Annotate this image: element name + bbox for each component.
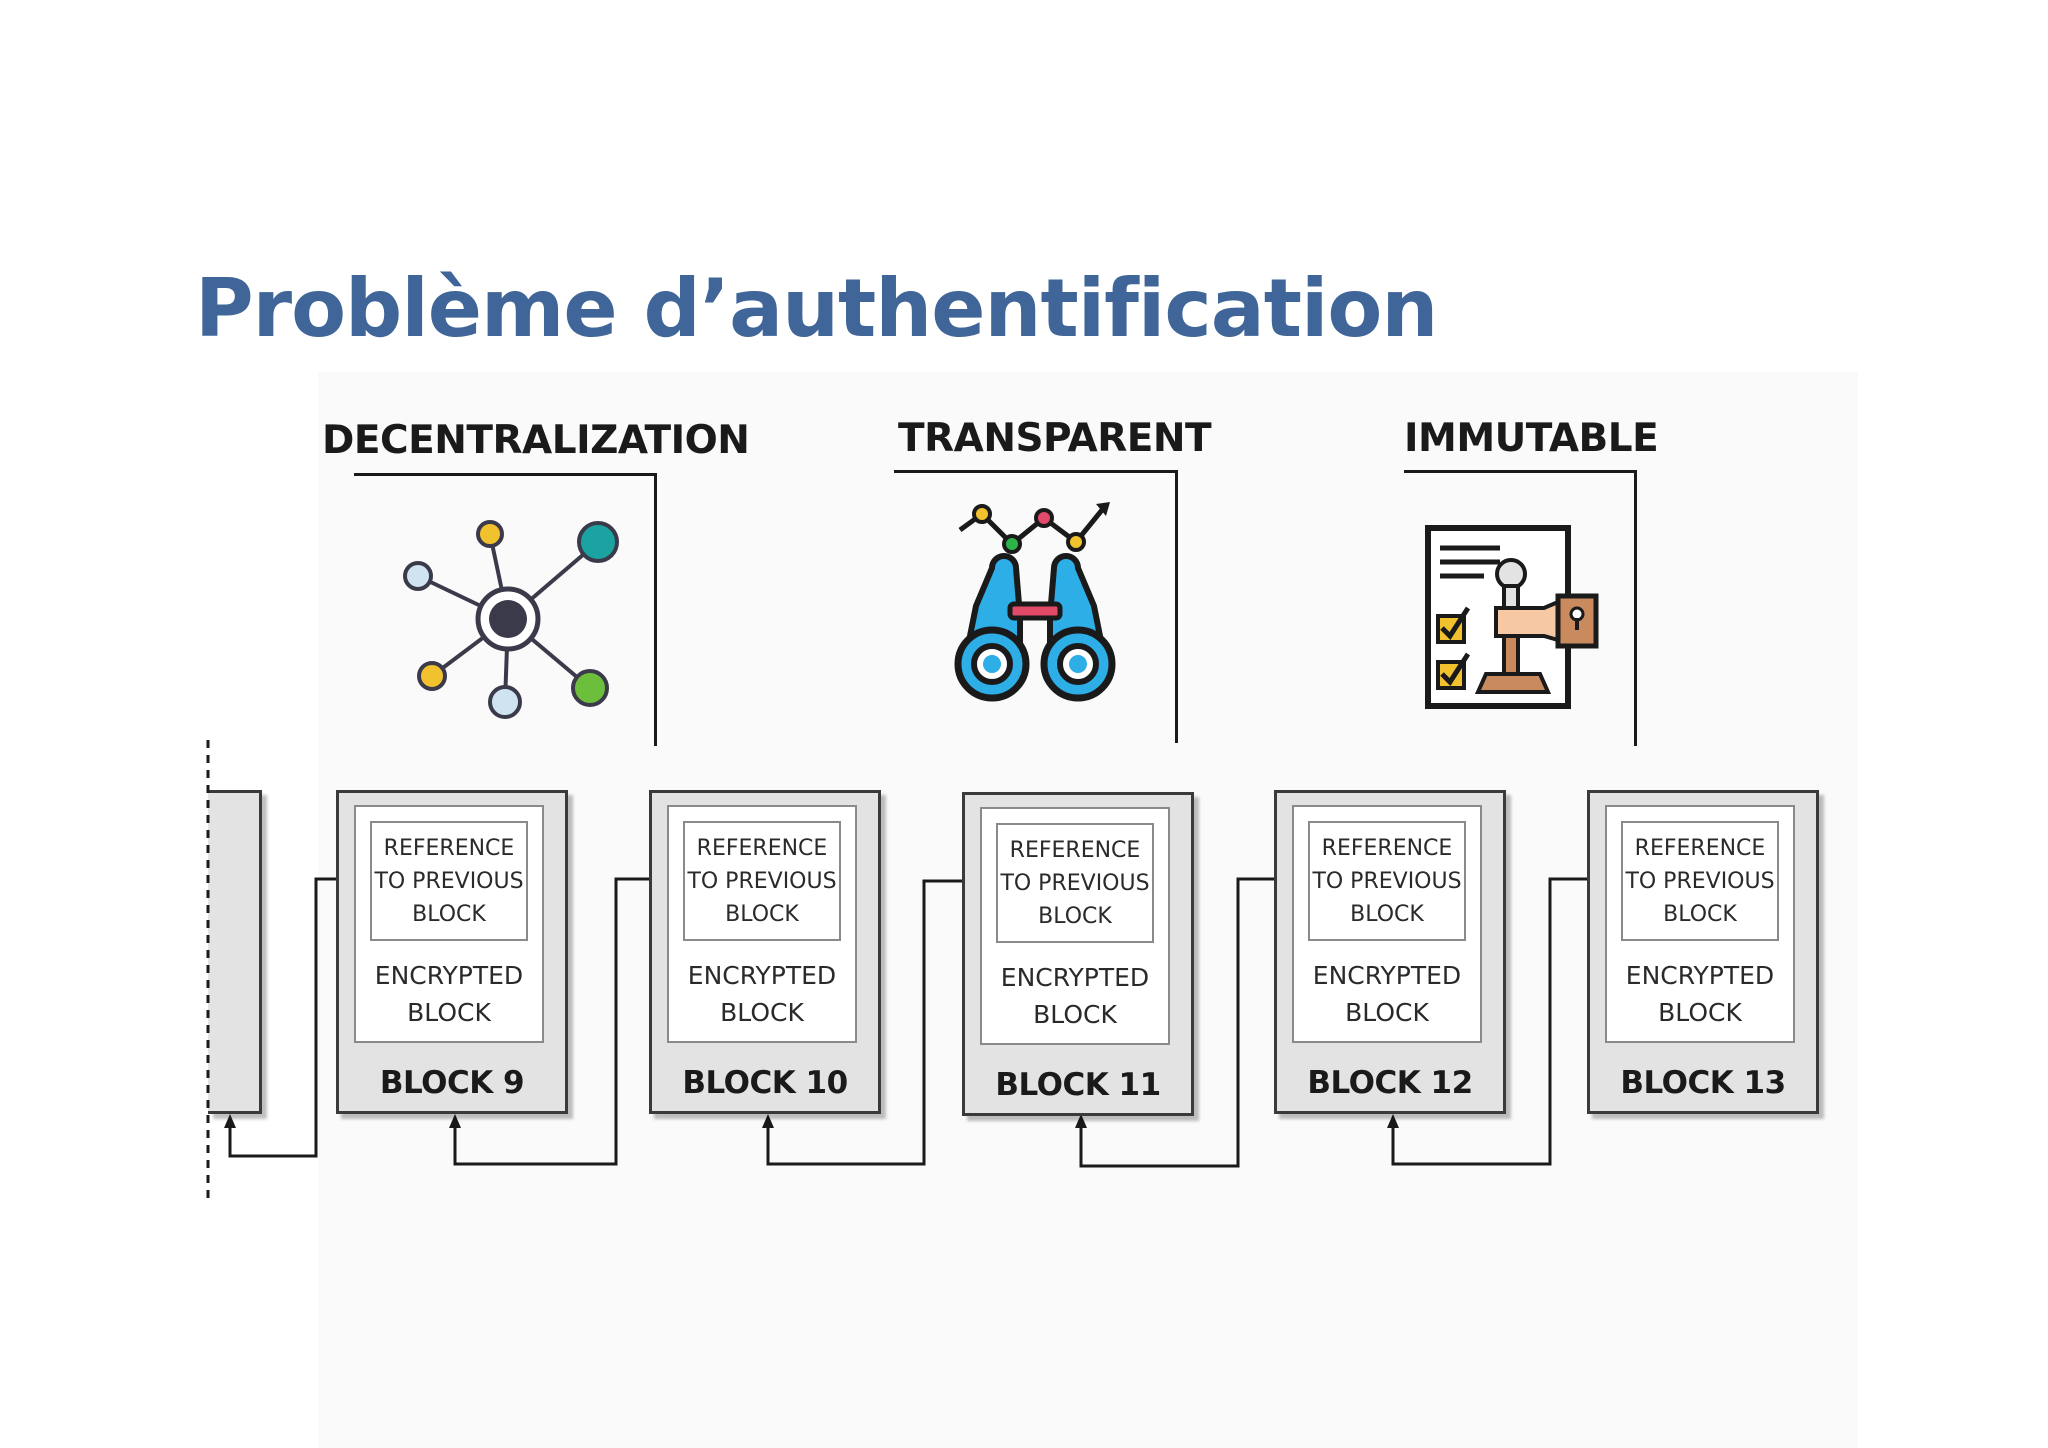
encrypted-block-label: ENCRYPTED BLOCK xyxy=(687,961,837,1027)
block-name: BLOCK 12 xyxy=(1307,1065,1473,1101)
block-name: BLOCK 11 xyxy=(995,1067,1161,1103)
block-name: BLOCK 13 xyxy=(1620,1065,1786,1101)
block-10: REFERENCE TO PREVIOUS BLOCK ENCRYPTED BL… xyxy=(649,790,881,1114)
binoculars-chart-icon xyxy=(954,502,1116,702)
block-previous-partial xyxy=(208,790,262,1114)
encrypted-block-label: ENCRYPTED BLOCK xyxy=(1312,961,1462,1027)
block-11: REFERENCE TO PREVIOUS BLOCK ENCRYPTED BL… xyxy=(962,792,1194,1116)
block-9: REFERENCE TO PREVIOUS BLOCK ENCRYPTED BL… xyxy=(336,790,568,1114)
reference-to-previous-block: REFERENCE TO PREVIOUS BLOCK xyxy=(1621,821,1779,941)
reference-to-previous-block: REFERENCE TO PREVIOUS BLOCK xyxy=(683,821,841,941)
page-title: Problème d’authentification xyxy=(195,262,1438,355)
reference-to-previous-block: REFERENCE TO PREVIOUS BLOCK xyxy=(996,823,1154,943)
feature-label-transparent: TRANSPARENT xyxy=(898,416,1212,461)
block-name: BLOCK 9 xyxy=(379,1065,525,1101)
block-name: BLOCK 10 xyxy=(682,1065,848,1101)
block-12: REFERENCE TO PREVIOUS BLOCK ENCRYPTED BL… xyxy=(1274,790,1506,1114)
reference-to-previous-block: REFERENCE TO PREVIOUS BLOCK xyxy=(1308,821,1466,941)
encrypted-block-label: ENCRYPTED BLOCK xyxy=(1000,963,1150,1029)
feature-bracket-transparent xyxy=(894,470,1178,743)
block-content-area: REFERENCE TO PREVIOUS BLOCK ENCRYPTED BL… xyxy=(1605,805,1795,1043)
feature-label-decentralization: DECENTRALIZATION xyxy=(322,418,750,463)
approval-stamp-document-icon xyxy=(1425,525,1599,709)
feature-bracket-decentralization xyxy=(354,473,657,746)
encrypted-block-label: ENCRYPTED BLOCK xyxy=(374,961,524,1027)
feature-label-immutable: IMMUTABLE xyxy=(1404,416,1659,461)
block-content-area: REFERENCE TO PREVIOUS BLOCK ENCRYPTED BL… xyxy=(1292,805,1482,1043)
block-content-area: REFERENCE TO PREVIOUS BLOCK ENCRYPTED BL… xyxy=(667,805,857,1043)
block-content-area: REFERENCE TO PREVIOUS BLOCK ENCRYPTED BL… xyxy=(354,805,544,1043)
reference-to-previous-block: REFERENCE TO PREVIOUS BLOCK xyxy=(370,821,528,941)
block-content-area: REFERENCE TO PREVIOUS BLOCK ENCRYPTED BL… xyxy=(980,807,1170,1045)
network-icon xyxy=(403,520,619,719)
block-13: REFERENCE TO PREVIOUS BLOCK ENCRYPTED BL… xyxy=(1587,790,1819,1114)
feature-bracket-immutable xyxy=(1404,470,1637,746)
encrypted-block-label: ENCRYPTED BLOCK xyxy=(1625,961,1775,1027)
